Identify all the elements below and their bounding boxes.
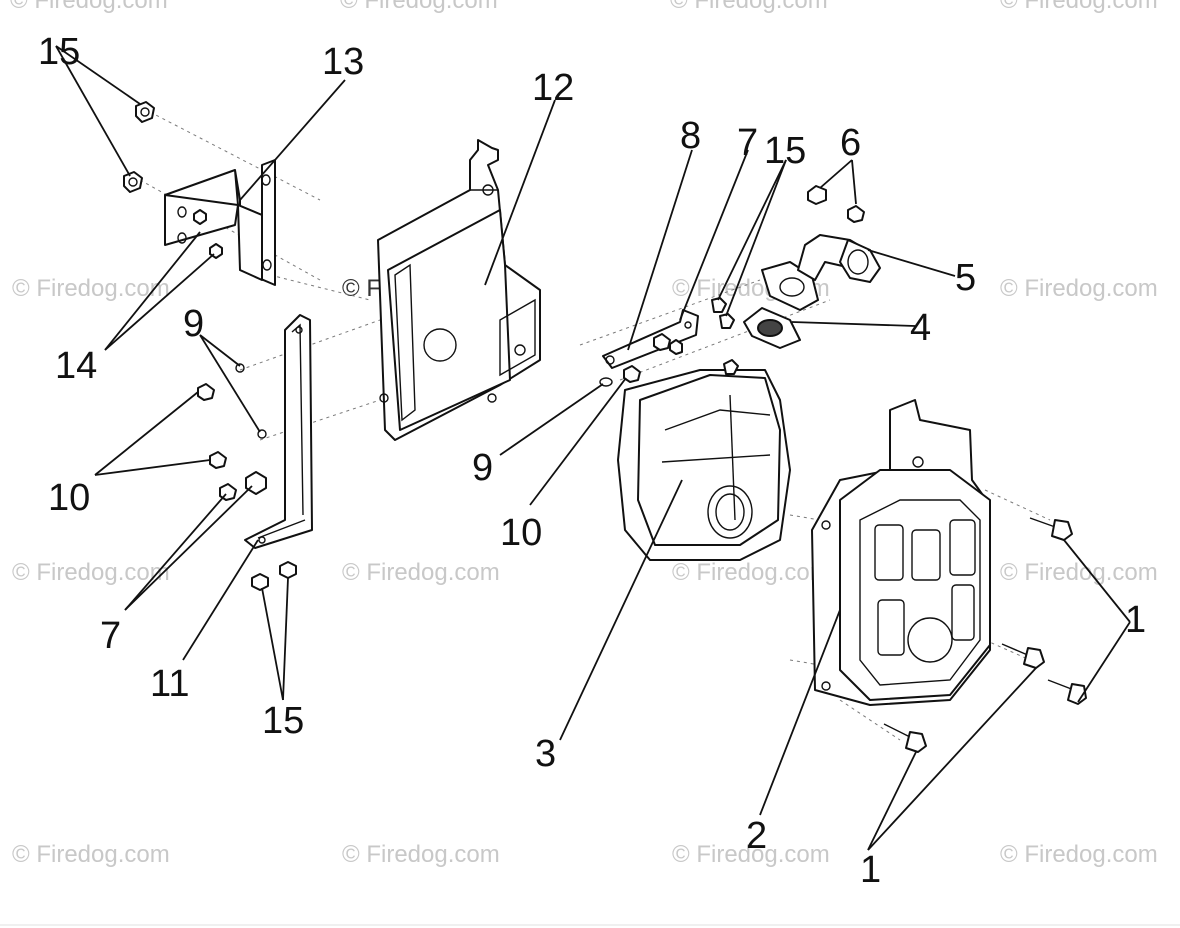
- watermark: © Firedog.com: [1000, 0, 1158, 14]
- callout-15: 15: [38, 31, 80, 73]
- callout-8: 8: [680, 115, 701, 157]
- watermark: © Firedog.com: [12, 275, 170, 302]
- watermark: © Firedog.com: [670, 0, 828, 14]
- fasteners-left: [197, 363, 297, 591]
- assembly-lines: [139, 111, 1051, 741]
- callout-13: 13: [322, 41, 364, 83]
- leader-lines: [55, 45, 1131, 851]
- muffler-cover-2: [811, 399, 991, 706]
- watermark: © Firedog.com: [342, 559, 500, 586]
- stay-8: [602, 309, 699, 369]
- callout-5: 5: [955, 257, 976, 299]
- watermark: © Firedog.com: [340, 0, 498, 14]
- callout-1: 1: [860, 849, 881, 891]
- watermark: © Firedog.com: [12, 559, 170, 586]
- callout-1: 1: [1125, 599, 1146, 641]
- callout-9: 9: [183, 303, 204, 345]
- nuts-6: [807, 185, 865, 223]
- stay-11: [244, 314, 313, 549]
- callout-15: 15: [764, 130, 806, 172]
- watermark: © Firedog.com: [342, 841, 500, 868]
- watermark: © Firedog.com: [672, 841, 830, 868]
- watermark: © Firedog.com: [1000, 559, 1158, 586]
- callout-2: 2: [746, 815, 767, 857]
- watermark: © Firedog.com: [12, 841, 170, 868]
- callout-12: 12: [532, 67, 574, 109]
- bolts-1: [883, 517, 1087, 753]
- fasteners-middle: [599, 297, 735, 387]
- callout-10: 10: [48, 477, 90, 519]
- callout-6: 6: [840, 122, 861, 164]
- watermark: © Firedog.com: [1000, 841, 1158, 868]
- callout-14: 14: [55, 345, 97, 387]
- callout-numbers: 15 13 12 8 7 15 6 5 4 9 14 9 10 10 7 11 …: [38, 31, 1146, 891]
- watermark: © Firedog.com: [1000, 275, 1158, 302]
- callout-15: 15: [262, 700, 304, 742]
- nut-15-top-left: [123, 101, 155, 193]
- callout-11: 11: [150, 663, 189, 705]
- callout-4: 4: [910, 307, 931, 349]
- watermark: © Firedog.com: [10, 0, 168, 14]
- callout-7: 7: [737, 122, 758, 164]
- callout-3: 3: [535, 733, 556, 775]
- watermark: © Firedog.com: [672, 559, 830, 586]
- callout-7: 7: [100, 615, 121, 657]
- callout-9: 9: [472, 447, 493, 489]
- callout-10: 10: [500, 512, 542, 554]
- muffler-body-3: [617, 359, 791, 561]
- gasket-4: [743, 307, 801, 349]
- heat-shield-12: [377, 139, 541, 441]
